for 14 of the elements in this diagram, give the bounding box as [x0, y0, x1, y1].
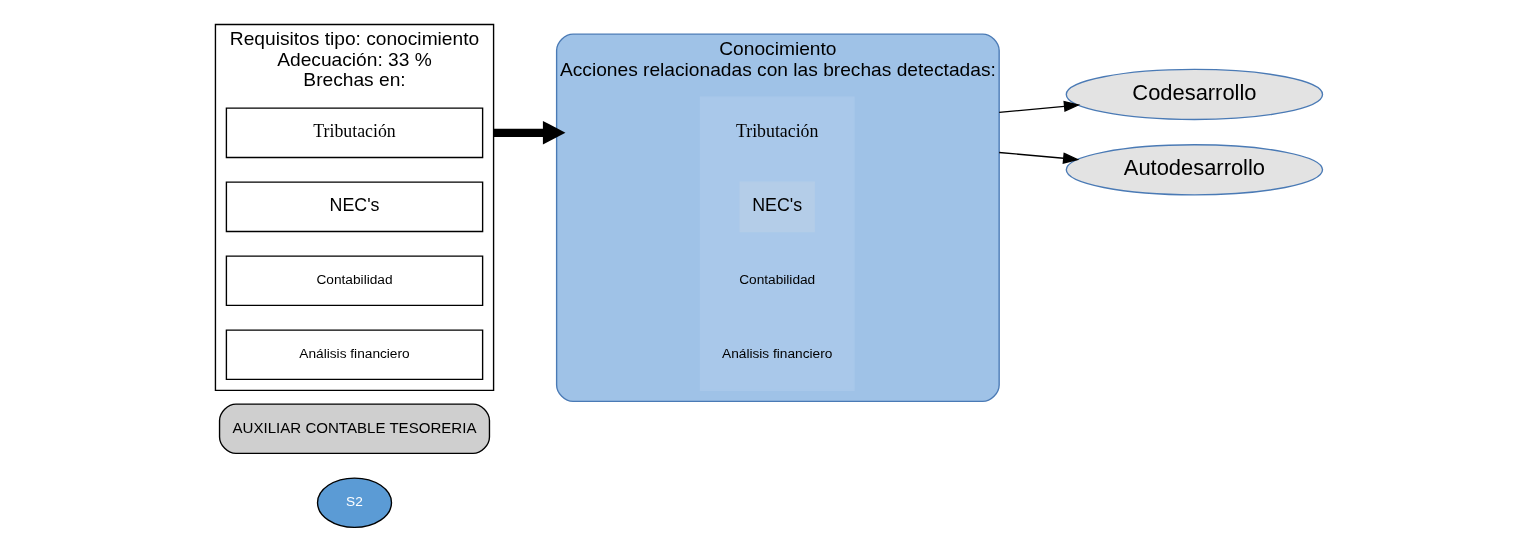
node-box: NEC's	[225, 181, 483, 233]
node-ellipse: Codesarrollo	[1065, 68, 1323, 121]
arrow	[998, 151, 1079, 164]
node-box: Tributación	[225, 107, 483, 159]
node-text: Análisis financiero	[721, 346, 832, 362]
arrow	[998, 100, 1080, 114]
node-ellipse: S2	[316, 477, 392, 529]
node-box: Contabilidad	[225, 255, 483, 307]
node-text: Contabilidad	[738, 272, 815, 288]
node-box: Análisis financiero	[225, 329, 483, 381]
node-ellipse: Autodesarrollo	[1065, 144, 1323, 196]
node-box: AUXILIAR CONTABLE TESORERIA	[218, 403, 490, 455]
arrow	[493, 120, 565, 145]
node-text: Tributación	[735, 121, 818, 142]
